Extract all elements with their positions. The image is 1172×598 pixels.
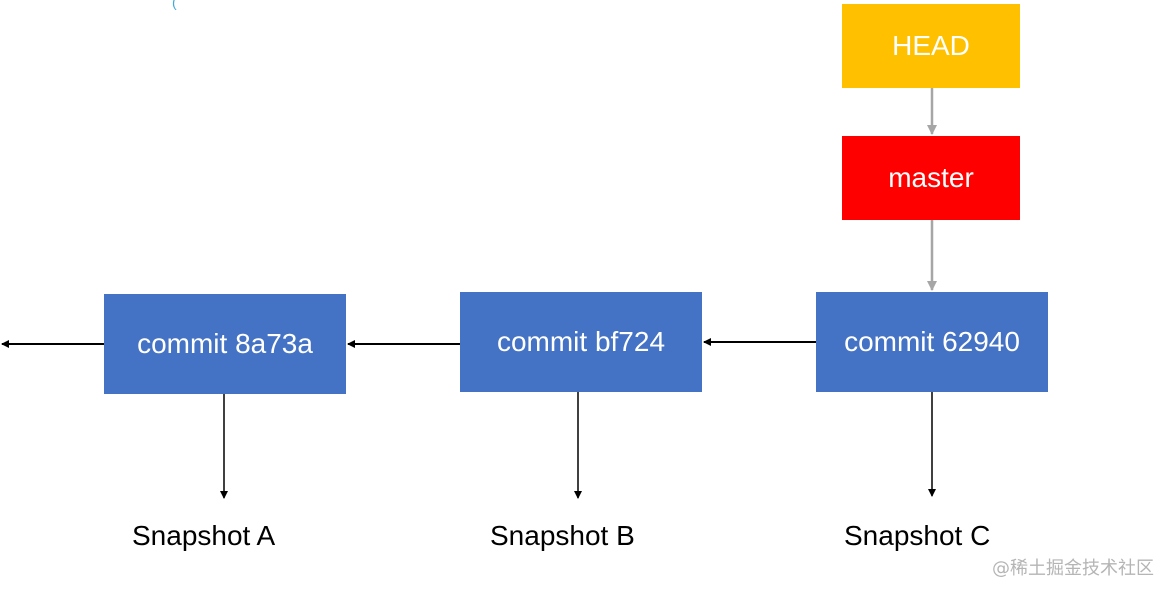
commit-62940-box: commit 62940 — [816, 292, 1048, 392]
watermark: @稀土掘金技术社区 — [992, 558, 1154, 579]
master-branch-box: master — [842, 136, 1020, 220]
commit-bf724-box: commit bf724 — [460, 292, 702, 392]
snapshot-c-label: Snapshot C — [844, 520, 991, 551]
commit-8a73a-label: commit 8a73a — [137, 328, 313, 359]
corner-mark: ( — [172, 0, 177, 10]
commit-8a73a-box: commit 8a73a — [104, 294, 346, 394]
snapshot-b-label: Snapshot B — [490, 520, 635, 551]
commit-62940-label: commit 62940 — [844, 326, 1020, 357]
head-ref-label: HEAD — [892, 30, 970, 61]
commit-bf724-label: commit bf724 — [496, 326, 666, 357]
snapshot-a-label: Snapshot A — [132, 520, 276, 551]
head-ref-box: HEAD — [842, 4, 1020, 88]
master-branch-label: master — [888, 162, 974, 193]
